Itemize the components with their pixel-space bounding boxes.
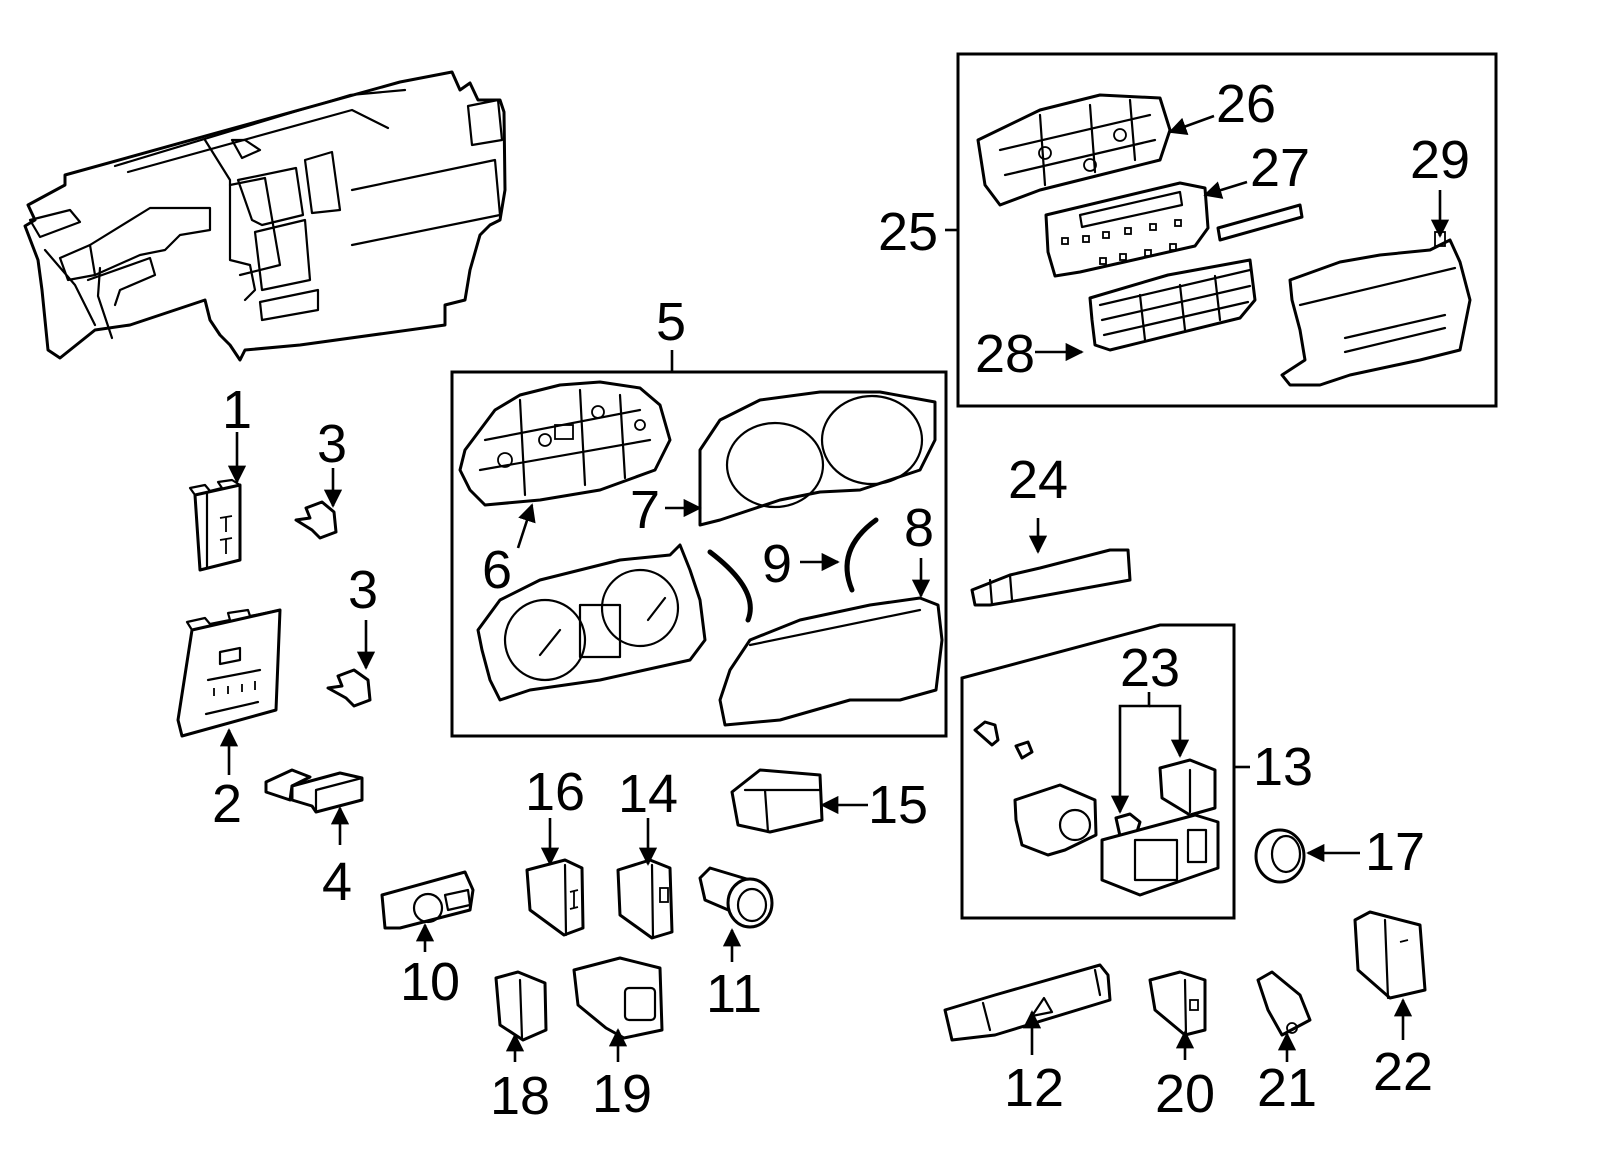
callout-3a: 3: [317, 414, 347, 474]
part-9: [707, 517, 879, 623]
callout-9: 9: [762, 534, 792, 594]
group-5-box: [450, 370, 948, 738]
part-6-cluster-face: [476, 543, 707, 702]
part-3-clip-a: [294, 500, 338, 540]
part-21: [1256, 970, 1312, 1037]
part-11: [698, 866, 774, 929]
callout-16: 16: [525, 762, 585, 822]
callout-15: 15: [868, 775, 928, 835]
callout-6: 6: [482, 540, 512, 600]
callout-21: 21: [1257, 1058, 1317, 1118]
part-16: [525, 858, 585, 937]
callout-8: 8: [904, 498, 934, 558]
part-20: [1148, 970, 1207, 1037]
callout-19: 19: [592, 1064, 652, 1124]
instrument-panel: [23, 70, 507, 362]
part-24: [970, 548, 1132, 607]
callout-25: 25: [878, 202, 938, 262]
part-12: [943, 963, 1112, 1042]
part-23-switch: [1158, 758, 1217, 817]
part-17: [1254, 828, 1306, 884]
part-15: [730, 768, 824, 834]
callout-14: 14: [618, 764, 678, 824]
callout-26: 26: [1216, 74, 1276, 134]
part-19: [572, 956, 664, 1040]
part-6: [458, 380, 672, 507]
callout-10: 10: [400, 952, 460, 1012]
part-13-bulb-socket: [973, 720, 1034, 760]
callout-29: 29: [1410, 130, 1470, 190]
group-13-box: [960, 623, 1236, 920]
callout-1: 1: [222, 380, 252, 440]
part-29: [1280, 231, 1472, 387]
part-13-knob-switch: [1013, 783, 1098, 857]
part-18: [494, 970, 548, 1042]
callout-27: 27: [1250, 138, 1310, 198]
leader-lines: [219, 114, 1450, 1062]
callout-20: 20: [1155, 1064, 1215, 1124]
callout-12: 12: [1004, 1058, 1064, 1118]
part-2: [176, 608, 282, 738]
part-7: [698, 390, 937, 527]
part-13-switch-panel: [1100, 813, 1220, 897]
part-4: [264, 768, 364, 814]
part-27-strip: [1216, 203, 1304, 242]
callout-3b: 3: [348, 560, 378, 620]
callout-4: 4: [322, 852, 352, 912]
callout-2: 2: [212, 774, 242, 834]
callout-11: 11: [706, 964, 762, 1024]
callout-13: 13: [1253, 737, 1313, 797]
callout-7: 7: [630, 480, 660, 540]
callout-labels: 1 3 3 2 4 5 6 7 8 9 10 11 12 13 14 15 16…: [212, 74, 1470, 1126]
callout-23: 23: [1120, 638, 1180, 698]
part-26: [976, 93, 1172, 207]
part-8: [718, 596, 944, 727]
callout-24: 24: [1008, 450, 1068, 510]
callout-18: 18: [490, 1066, 550, 1126]
part-28: [1088, 258, 1257, 352]
callout-5: 5: [656, 292, 686, 352]
part-14: [616, 858, 674, 940]
part-3-clip-b: [326, 668, 372, 708]
part-1: [188, 478, 242, 572]
callout-22: 22: [1373, 1042, 1433, 1102]
callout-28: 28: [975, 324, 1035, 384]
part-22: [1353, 910, 1427, 1000]
callout-17: 17: [1365, 822, 1425, 882]
part-27: [1044, 181, 1210, 278]
part-10: [380, 870, 475, 930]
